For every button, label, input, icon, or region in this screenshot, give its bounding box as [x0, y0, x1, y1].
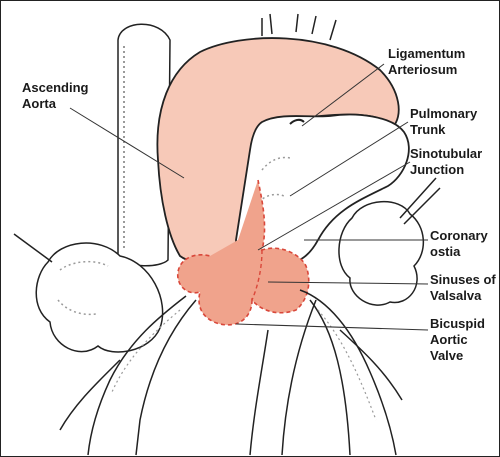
- label-pulmonary-trunk: Pulmonary Trunk: [410, 106, 481, 137]
- label-bicuspid-aortic-valve: Bicuspid Aortic Valve: [430, 316, 489, 363]
- label-ligamentum-arteriosum: Ligamentum Arteriosum: [388, 46, 469, 77]
- label-sinotubular-junction: Sinotubular Junction: [410, 146, 486, 177]
- label-coronary-ostia: Coronary ostia: [430, 228, 491, 259]
- label-sinuses-of-valsalva: Sinuses of Valsalva: [430, 272, 499, 303]
- label-ascending-aorta: Ascending Aorta: [22, 80, 92, 111]
- probe-left: [14, 234, 52, 262]
- arch-branches: [262, 14, 336, 40]
